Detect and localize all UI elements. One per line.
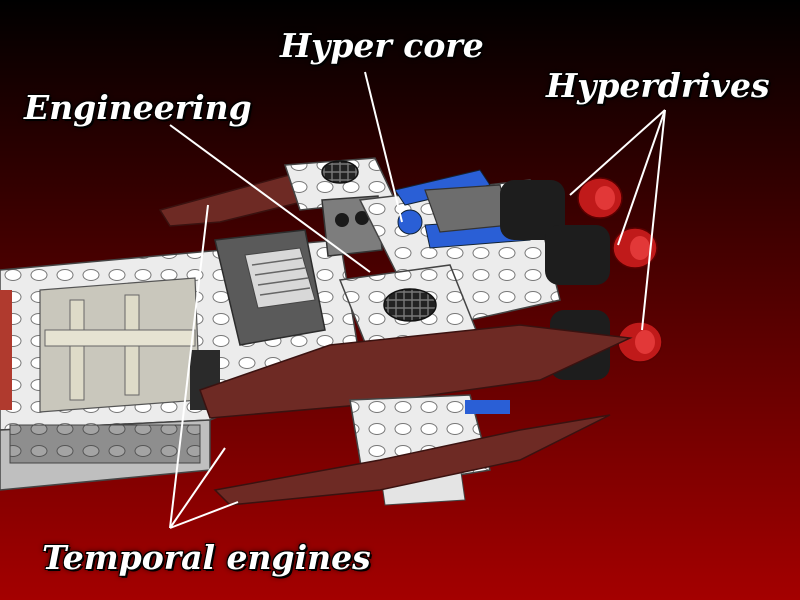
top-module [283,157,397,257]
lower-wing [213,414,611,506]
label-temporal-engines: Temporal engines [42,538,371,577]
callout-hyperdrive-2 [617,109,666,246]
callout-temporal-2 [169,447,226,529]
callout-hyperdrive-1 [569,109,666,196]
label-hyperdrives: Hyperdrives [546,66,770,105]
label-hyper-core: Hyper core [280,26,484,65]
callout-temporal-3 [169,501,239,529]
callout-engineering [169,124,371,273]
callout-temporal-1 [169,204,209,529]
upper-wing [158,171,311,227]
callout-hyper-core [364,71,403,223]
label-engineering: Engineering [24,88,252,127]
callout-lines [169,71,666,529]
callout-hyperdrive-3 [641,109,666,331]
middle-wing [199,324,633,419]
